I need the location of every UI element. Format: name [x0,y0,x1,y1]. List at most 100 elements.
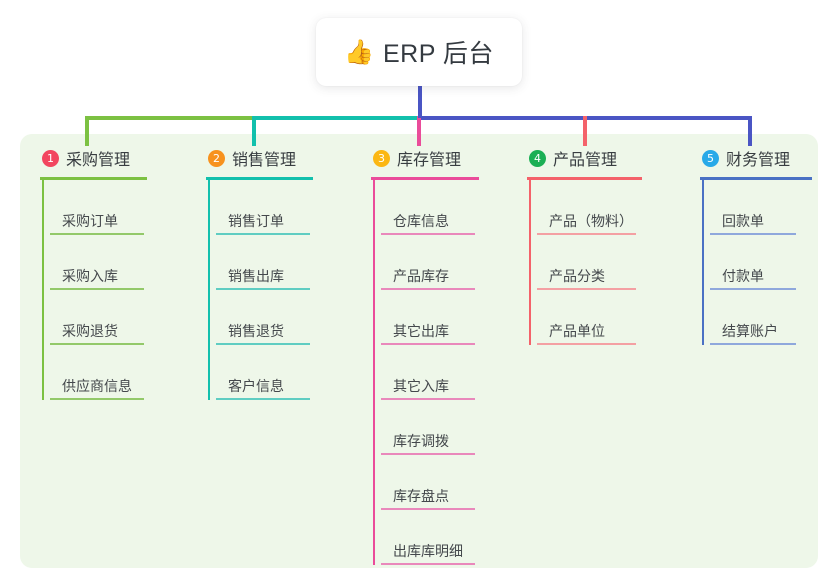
branch-underline [371,177,479,180]
branch-child-item[interactable]: 库存盘点 [381,455,531,510]
branch-child-underline [381,508,475,510]
thumbs-up-icon: 👍 [344,39,374,66]
connector-bar-segment-teal [252,116,420,120]
branch-children-3: 仓库信息产品库存其它出库其它入库库存调拨库存盘点出库库明细 [371,180,531,565]
branch-number-badge: 4 [529,149,546,167]
branch-child-item[interactable]: 仓库信息 [381,180,531,235]
connector-drop-1 [85,116,89,146]
branch-child-label: 库存盘点 [393,487,449,504]
branch-child-underline [216,343,310,345]
branch-child-label: 产品单位 [549,322,605,339]
branch-child-item[interactable]: 销售出库 [216,235,366,290]
branch-child-underline [381,233,475,235]
branch-number-badge: 5 [702,149,719,167]
branch-column-3: 3 库存管理 仓库信息产品库存其它出库其它入库库存调拨库存盘点出库库明细 [371,145,531,565]
branch-underline [527,177,642,180]
branch-child-item[interactable]: 产品单位 [537,290,692,345]
connector-drop-2 [252,116,256,146]
branch-child-label: 回款单 [722,212,764,229]
branch-child-item[interactable]: 产品库存 [381,235,531,290]
branch-child-label: 库存调拨 [393,432,449,449]
branch-child-item[interactable]: 付款单 [710,235,839,290]
branch-child-label: 采购订单 [62,212,118,229]
branch-child-label: 付款单 [722,267,764,284]
branch-header-2[interactable]: 2 销售管理 [206,145,366,171]
branch-spine [529,180,531,345]
branch-child-underline [381,453,475,455]
branch-child-label: 产品库存 [393,267,449,284]
branch-child-underline [710,288,796,290]
branch-child-label: 其它入库 [393,377,449,394]
branch-child-underline [710,233,796,235]
branch-child-underline [537,343,636,345]
branch-child-item[interactable]: 其它入库 [381,345,531,400]
branch-child-label: 采购退货 [62,322,118,339]
connector-bar-segment-green [85,116,254,120]
branch-child-underline [381,398,475,400]
branch-child-label: 供应商信息 [62,377,132,394]
branch-child-underline [381,288,475,290]
branch-child-underline [216,288,310,290]
branch-spine [702,180,704,345]
branch-child-underline [50,343,144,345]
branch-children-2: 销售订单销售出库销售退货客户信息 [206,180,366,400]
branch-child-item[interactable]: 采购退货 [50,290,200,345]
connector-drop-3 [417,116,421,146]
branch-child-underline [216,233,310,235]
branch-child-underline [381,563,475,565]
branch-title: 销售管理 [232,152,297,169]
branch-spine [208,180,210,400]
branch-title: 产品管理 [553,152,618,169]
branch-child-underline [216,398,310,400]
branch-number-badge: 3 [373,149,390,167]
branch-underline [206,177,313,180]
root-node-title: ERP 后台 [382,40,494,68]
branch-child-label: 产品分类 [549,267,605,284]
branch-child-underline [50,398,144,400]
branch-number-badge: 2 [208,149,225,167]
branch-column-5: 5 财务管理 回款单付款单结算账户 [700,145,839,345]
branch-header-4[interactable]: 4 产品管理 [527,145,692,171]
root-node-card[interactable]: 👍 ERP 后台 [316,18,522,86]
branch-child-label: 其它出库 [393,322,449,339]
connector-drop-5 [748,116,752,146]
mindmap-background-panel [20,134,818,568]
branch-child-item[interactable]: 其它出库 [381,290,531,345]
branch-child-item[interactable]: 回款单 [710,180,839,235]
branch-children-1: 采购订单采购入库采购退货供应商信息 [40,180,200,400]
branch-child-label: 出库库明细 [393,542,463,559]
branch-column-4: 4 产品管理 产品（物料） 产品分类产品单位 [527,145,692,345]
branch-child-label: 采购入库 [62,267,118,284]
branch-child-item[interactable]: 出库库明细 [381,510,531,565]
branch-child-item[interactable]: 采购入库 [50,235,200,290]
branch-column-2: 2 销售管理 销售订单销售出库销售退货客户信息 [206,145,366,400]
branch-underline [700,177,812,180]
branch-child-underline [381,343,475,345]
branch-header-3[interactable]: 3 库存管理 [371,145,531,171]
branch-child-item[interactable]: 供应商信息 [50,345,200,400]
branch-child-label: 结算账户 [722,322,778,339]
branch-child-item[interactable]: 销售订单 [216,180,366,235]
branch-spine [373,180,375,565]
branch-child-item[interactable]: 结算账户 [710,290,839,345]
connector-trunk [418,86,422,118]
branch-underline [40,177,147,180]
branch-child-label: 销售出库 [228,267,284,284]
branch-child-item[interactable]: 库存调拨 [381,400,531,455]
branch-title: 库存管理 [397,152,462,169]
branch-child-item[interactable]: 客户信息 [216,345,366,400]
branch-header-5[interactable]: 5 财务管理 [700,145,839,171]
branch-child-underline [50,288,144,290]
branch-child-underline [50,233,144,235]
branch-child-item[interactable]: 销售退货 [216,290,366,345]
branch-child-underline [710,343,796,345]
branch-child-item[interactable]: 采购订单 [50,180,200,235]
branch-child-item[interactable]: 产品（物料） [537,180,692,235]
branch-title: 财务管理 [726,152,791,169]
branch-child-underline [537,288,636,290]
branch-header-1[interactable]: 1 采购管理 [40,145,200,171]
branch-spine [42,180,44,400]
connector-drop-4 [583,116,587,146]
branch-child-underline [537,233,636,235]
branch-child-item[interactable]: 产品分类 [537,235,692,290]
